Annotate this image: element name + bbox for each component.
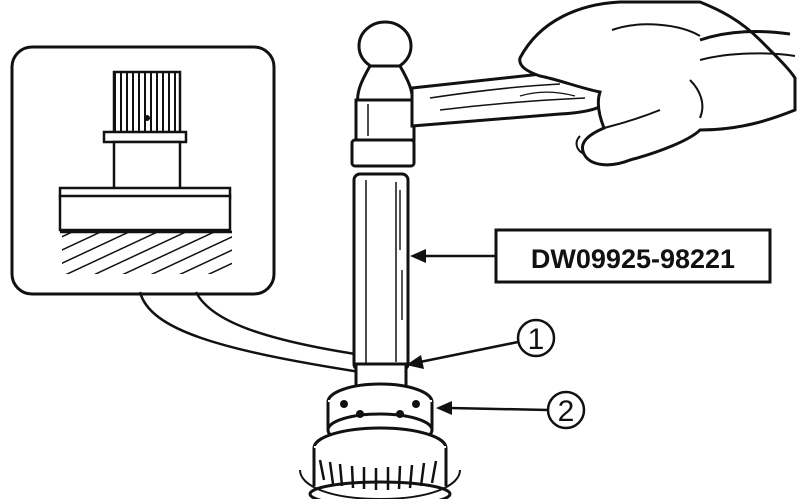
part-2-bearing [326, 382, 434, 448]
callout-1: 1 [406, 318, 556, 369]
shaft-body-detail [112, 140, 182, 194]
hammer-icon [350, 20, 614, 168]
bearing-race-detail [58, 194, 232, 232]
tool-callout: DW09925-98221 [410, 228, 772, 284]
installer-drift [352, 172, 410, 372]
detail-inset [10, 45, 276, 296]
callout-2: 2 [436, 390, 586, 430]
gear-assembly [299, 426, 461, 499]
tool-code-label: DW09925-98221 [531, 244, 735, 274]
hand-illustration [518, 0, 797, 167]
shaft-spline-detail [112, 70, 182, 136]
hatched-surface [62, 232, 232, 274]
callout-1-number: 1 [528, 323, 545, 356]
callout-2-number: 2 [558, 395, 575, 428]
inset-leader-lines [138, 291, 369, 374]
